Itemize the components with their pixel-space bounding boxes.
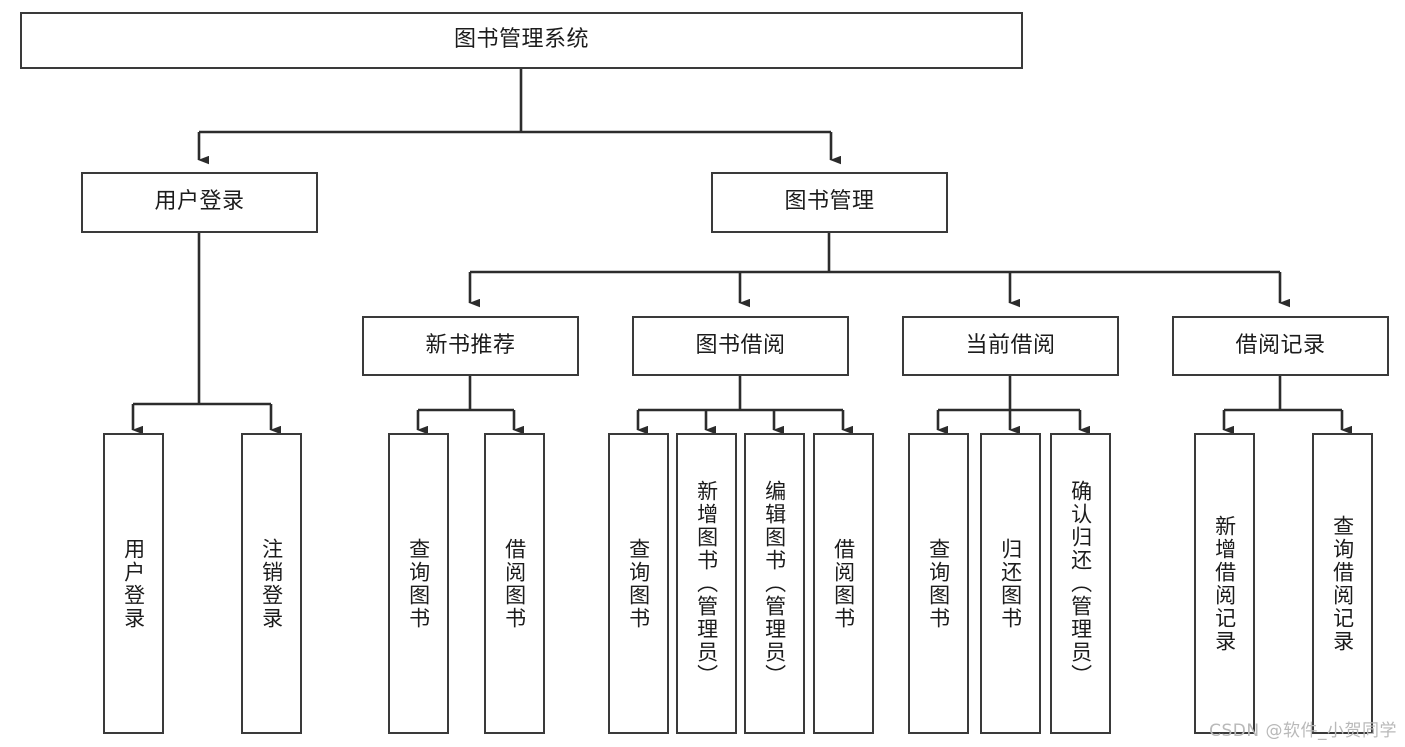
node-book-management-system[interactable]: 图书管理系统	[20, 12, 1023, 69]
node-label: 图书管理系统	[453, 27, 589, 53]
node-leaf-query-book-1[interactable]: 查询图书	[388, 433, 449, 734]
node-label: 当前借阅	[965, 332, 1056, 358]
node-label: 图书借阅	[695, 332, 786, 358]
node-leaf-user-login[interactable]: 用户登录	[103, 433, 164, 734]
node-leaf-borrow-book-1[interactable]: 借阅图书	[484, 433, 545, 734]
node-borrow-record[interactable]: 借阅记录	[1172, 316, 1389, 376]
node-book-manage[interactable]: 图书管理	[711, 172, 948, 233]
node-leaf-borrow-book-2[interactable]: 借阅图书	[813, 433, 874, 734]
node-label: 借阅记录	[1235, 332, 1326, 358]
node-leaf-query-book-3[interactable]: 查询图书	[908, 433, 969, 734]
node-leaf-add-book[interactable]: 新增图书（管理员）	[676, 433, 737, 734]
node-user-login[interactable]: 用户登录	[81, 172, 318, 233]
node-label: 确认归还（管理员）	[1068, 480, 1093, 687]
node-leaf-add-record[interactable]: 新增借阅记录	[1194, 433, 1255, 734]
node-label: 查询图书	[626, 537, 651, 630]
node-leaf-return-book[interactable]: 归还图书	[980, 433, 1041, 734]
node-label: 查询图书	[926, 537, 951, 630]
node-label: 查询图书	[406, 537, 431, 630]
csdn-watermark: CSDN @软件_小贺同学	[1209, 721, 1397, 741]
node-current-borrow[interactable]: 当前借阅	[902, 316, 1119, 376]
node-label: 图书管理	[784, 189, 875, 215]
node-leaf-query-record[interactable]: 查询借阅记录	[1312, 433, 1373, 734]
node-label: 借阅图书	[502, 537, 527, 630]
node-leaf-logout-login[interactable]: 注销登录	[241, 433, 302, 734]
node-label: 查询借阅记录	[1330, 514, 1355, 653]
node-label: 新书推荐	[425, 332, 516, 358]
node-label: 归还图书	[998, 537, 1023, 630]
node-leaf-edit-book[interactable]: 编辑图书（管理员）	[744, 433, 805, 734]
node-label: 新增借阅记录	[1212, 514, 1237, 653]
node-label: 用户登录	[121, 537, 146, 630]
node-leaf-confirm-return[interactable]: 确认归还（管理员）	[1050, 433, 1111, 734]
node-leaf-query-book-2[interactable]: 查询图书	[608, 433, 669, 734]
node-label: 注销登录	[259, 537, 284, 630]
node-label: 借阅图书	[831, 537, 856, 630]
node-label: 新增图书（管理员）	[694, 480, 719, 687]
node-label: 用户登录	[154, 189, 245, 215]
node-label: 编辑图书（管理员）	[762, 480, 787, 687]
node-book-borrow[interactable]: 图书借阅	[632, 316, 849, 376]
node-new-book-recommend[interactable]: 新书推荐	[362, 316, 579, 376]
